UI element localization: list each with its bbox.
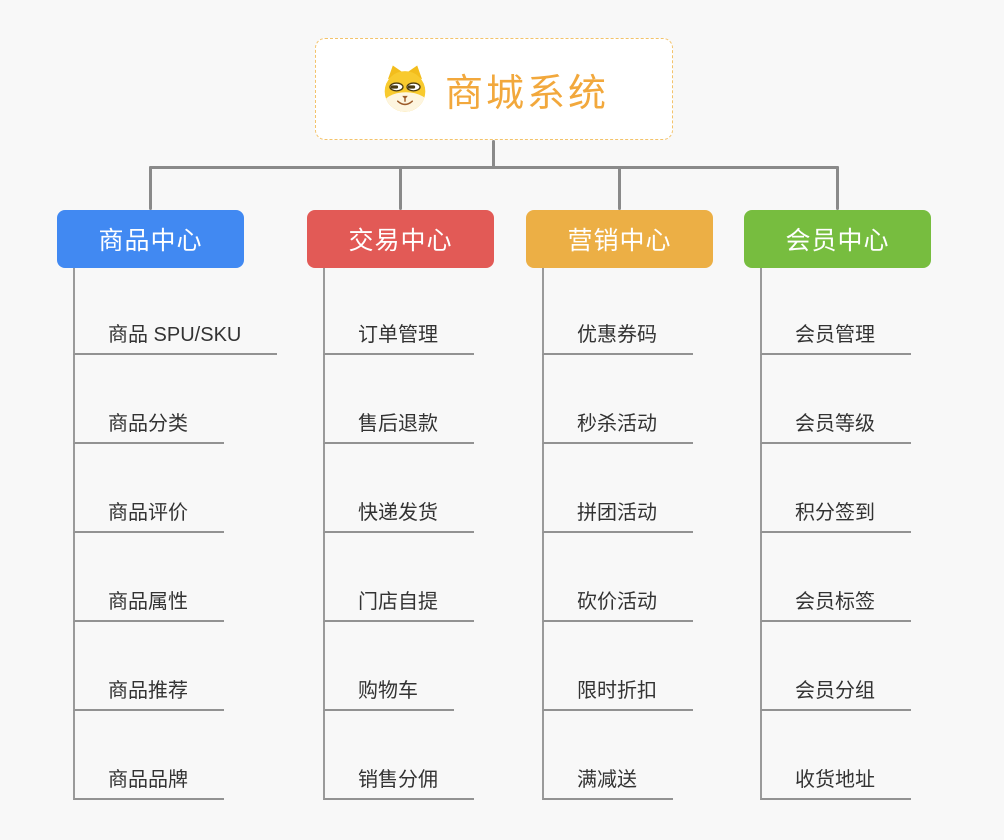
connector-drop-marketing — [618, 166, 621, 210]
child-node-sales-commission: 销售分佣 — [323, 711, 474, 800]
child-node-store-pickup: 门店自提 — [323, 533, 474, 622]
branch-column-product-center: 商品中心 商品 SPU/SKU 商品分类 商品评价 商品属性 商品推荐 商品品牌 — [57, 210, 278, 800]
child-node-product-spu-sku: 商品 SPU/SKU — [73, 268, 278, 355]
child-node-product-category: 商品分类 — [73, 355, 224, 444]
connector-drop-member — [836, 166, 839, 210]
child-node-bargain-activity: 砍价活动 — [542, 533, 693, 622]
shiba-dog-icon — [384, 65, 426, 112]
child-node-coupon-code: 优惠券码 — [542, 268, 693, 355]
child-node-product-attribute: 商品属性 — [73, 533, 224, 622]
children-marketing-center: 优惠券码 秒杀活动 拼团活动 砍价活动 限时折扣 满减送 — [542, 268, 713, 800]
branch-node-product-center: 商品中心 — [57, 210, 244, 268]
children-product-center: 商品 SPU/SKU 商品分类 商品评价 商品属性 商品推荐 商品品牌 — [73, 268, 278, 800]
child-node-full-reduction: 满减送 — [542, 711, 673, 800]
children-trade-center: 订单管理 售后退款 快递发货 门店自提 购物车 销售分佣 — [323, 268, 494, 800]
child-node-member-level: 会员等级 — [760, 355, 911, 444]
connector-root-stem — [492, 140, 495, 168]
child-node-group-buy: 拼团活动 — [542, 444, 693, 533]
branch-node-member-center: 会员中心 — [744, 210, 931, 268]
branch-node-trade-center: 交易中心 — [307, 210, 494, 268]
child-node-express-delivery: 快递发货 — [323, 444, 474, 533]
child-node-limited-discount: 限时折扣 — [542, 622, 693, 711]
child-node-product-recommend: 商品推荐 — [73, 622, 224, 711]
branch-column-member-center: 会员中心 会员管理 会员等级 积分签到 会员标签 会员分组 收货地址 — [744, 210, 931, 800]
connector-drop-trade — [399, 166, 402, 210]
connector-drop-product — [149, 166, 152, 210]
branch-column-marketing-center: 营销中心 优惠券码 秒杀活动 拼团活动 砍价活动 限时折扣 满减送 — [526, 210, 713, 800]
child-node-shipping-address: 收货地址 — [760, 711, 911, 800]
child-node-flash-sale: 秒杀活动 — [542, 355, 693, 444]
branch-column-trade-center: 交易中心 订单管理 售后退款 快递发货 门店自提 购物车 销售分佣 — [307, 210, 494, 800]
child-node-shopping-cart: 购物车 — [323, 622, 454, 711]
root-node-mall-system: 商城系统 — [315, 38, 673, 140]
root-node-title: 商城系统 — [444, 72, 609, 115]
child-node-product-review: 商品评价 — [73, 444, 224, 533]
connector-spine — [149, 166, 839, 169]
child-node-order-management: 订单管理 — [323, 268, 474, 355]
children-member-center: 会员管理 会员等级 积分签到 会员标签 会员分组 收货地址 — [760, 268, 931, 800]
child-node-product-brand: 商品品牌 — [73, 711, 224, 800]
branch-node-marketing-center: 营销中心 — [526, 210, 713, 268]
child-node-member-tag: 会员标签 — [760, 533, 911, 622]
child-node-points-checkin: 积分签到 — [760, 444, 911, 533]
child-node-member-group: 会员分组 — [760, 622, 911, 711]
child-node-member-management: 会员管理 — [760, 268, 911, 355]
child-node-after-sale-refund: 售后退款 — [323, 355, 474, 444]
